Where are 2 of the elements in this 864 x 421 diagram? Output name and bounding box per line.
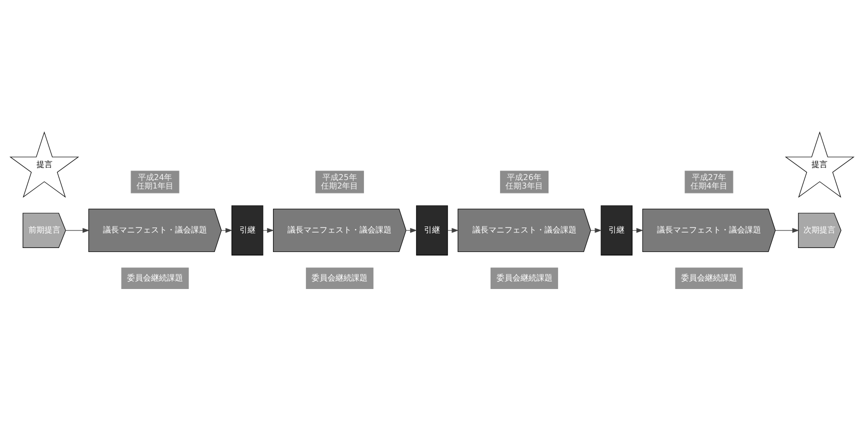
arrow xyxy=(65,228,90,233)
arrow xyxy=(775,228,800,233)
